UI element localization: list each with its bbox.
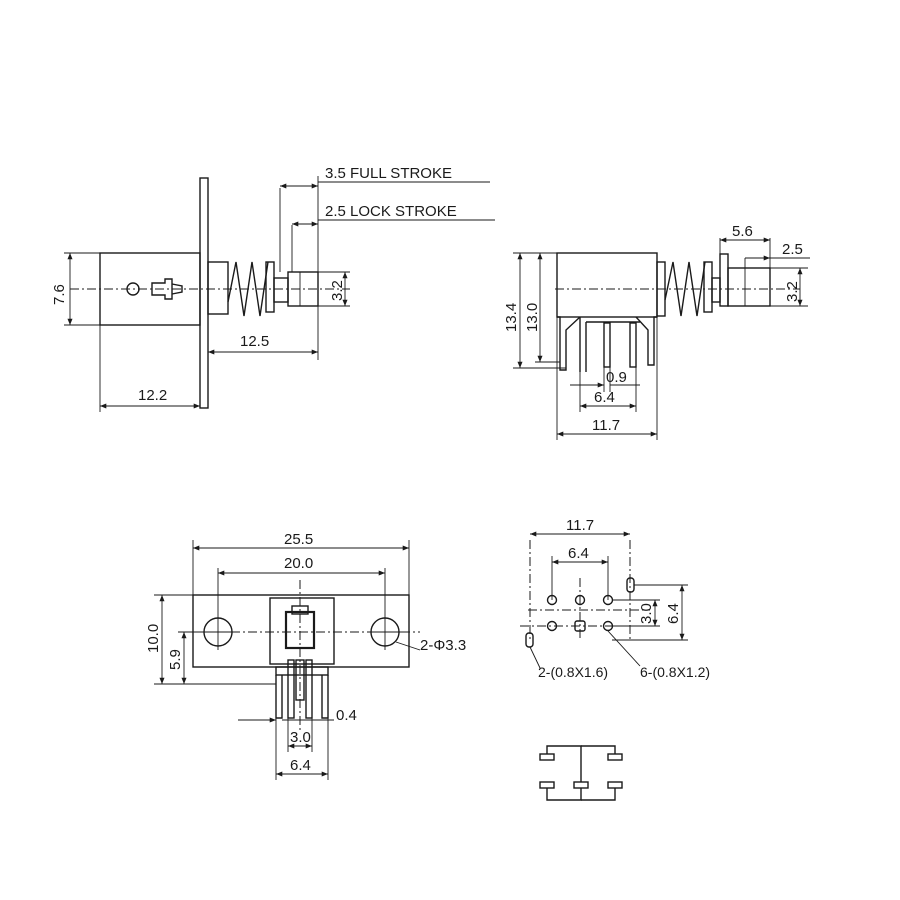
len-a-dim: 12.5 (240, 333, 269, 350)
end-view: 5.6 2.5 13.4 13.0 3.2 0.9 6.4 (503, 223, 810, 440)
contact-5 (607, 781, 623, 789)
bottom-holes-dim: 20.0 (284, 555, 313, 572)
contact-1 (539, 753, 555, 761)
link-bottom (546, 788, 582, 801)
end-pin-1 (603, 322, 611, 368)
pcb-w2-dim: 6.4 (568, 545, 589, 562)
circuit-schematic (539, 745, 623, 801)
right-leg (635, 316, 657, 366)
plunger-tip (287, 271, 319, 307)
end-tip (727, 267, 771, 307)
pcb-hole-5 (574, 620, 586, 632)
pcb-h1-dim: 3.0 (638, 603, 655, 624)
bottom-pin-2 (305, 659, 313, 719)
end-w1-dim: 0.9 (606, 369, 627, 386)
full-stroke-label: 3.5 FULL STROKE (325, 165, 452, 182)
bottom-total-dim: 25.5 (284, 531, 313, 548)
end-pin-2 (629, 322, 637, 368)
bottom-h1-dim: 10.0 (145, 624, 162, 653)
mounting-flange (199, 177, 209, 409)
plunger-stem (273, 277, 289, 303)
pin-thickness-dim: 0.4 (336, 707, 357, 724)
pcb-w1-dim: 11.7 (566, 517, 594, 534)
end-h1-dim: 13.4 (503, 303, 520, 332)
pcb-slots-label: 2-(0.8X1.6) (538, 664, 608, 680)
end-w3-dim: 11.7 (592, 417, 620, 434)
pin-pitch-dim: 3.0 (290, 729, 311, 746)
link-left (546, 745, 582, 782)
len-b-dim: 12.2 (138, 387, 167, 404)
lock-stroke-label: 2.5 LOCK STROKE (325, 203, 457, 220)
pcb-hole-2 (574, 594, 586, 606)
end-body (556, 252, 658, 318)
contact-3 (539, 781, 555, 789)
stem-dim: 3.2 (329, 280, 346, 301)
pcb-slot-left (525, 632, 534, 648)
body-hole (126, 282, 140, 296)
left-leg (557, 316, 581, 371)
clip (151, 278, 173, 300)
bottom-pin-1 (287, 659, 295, 719)
pcb-h2-dim: 6.4 (665, 603, 682, 624)
end-stem-dim: 3.2 (784, 281, 801, 302)
bottom-view: 25.5 20.0 10.0 5.9 2-Φ3.3 0.4 3.0 6.4 (145, 531, 466, 780)
end-w2-dim: 6.4 (594, 389, 615, 406)
contact-4 (573, 781, 589, 789)
end-d2-dim: 2.5 (782, 241, 803, 258)
bottom-leg-left (275, 675, 283, 719)
pcb-holes-label: 6-(0.8X1.2) (640, 664, 710, 680)
end-housing (656, 261, 666, 317)
contact-2 (607, 753, 623, 761)
end-h2-dim: 13.0 (524, 303, 541, 332)
spring (227, 261, 269, 317)
height-dim: 7.6 (51, 284, 68, 305)
bottom-body (269, 597, 335, 665)
mount-holes-label: 2-Φ3.3 (420, 637, 466, 654)
end-d1-dim: 5.6 (732, 223, 753, 240)
plunger-housing (207, 261, 229, 315)
clip-tip (171, 283, 183, 295)
pcb-hole-4 (546, 620, 558, 632)
pcb-layout: 11.7 6.4 3.0 6.4 2-(0.8X1.6) 6-(0.8X1.2) (520, 517, 710, 680)
pin-span-dim: 6.4 (290, 757, 311, 774)
side-view: 3.5 FULL STROKE 2.5 LOCK STROKE 7.6 3.2 … (51, 165, 495, 412)
end-spring (664, 261, 706, 317)
bottom-leg-right (321, 675, 329, 719)
bottom-h2-dim: 5.9 (167, 649, 184, 670)
end-ring (703, 261, 713, 313)
